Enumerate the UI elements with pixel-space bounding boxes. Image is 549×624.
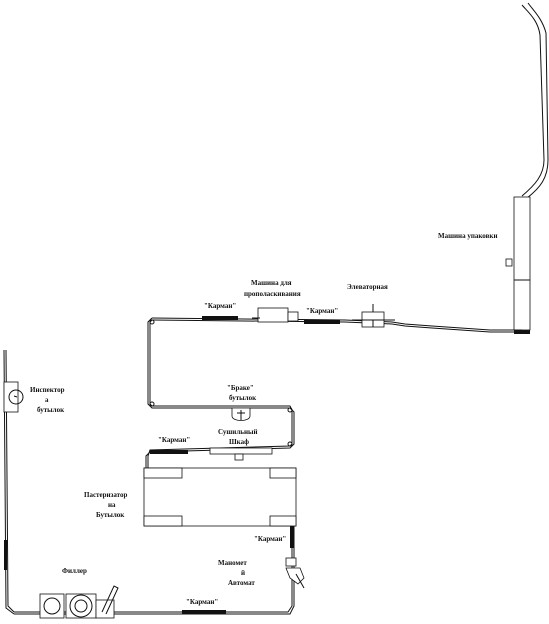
carton-pocket-4	[290, 526, 294, 548]
filler	[39, 585, 119, 619]
manometer-label-1: Маномет	[218, 559, 247, 567]
carton-label-2: "Карман"	[306, 307, 338, 315]
dryer-label-1: Сушильный	[218, 428, 257, 436]
carton-pocket-2	[304, 320, 340, 324]
bottle-inspector	[3, 381, 24, 413]
washer-label-1: Пастеризатор	[84, 491, 128, 499]
carton-label-3: "Карман"	[158, 436, 190, 444]
carton-label-4: "Карман"	[254, 535, 286, 543]
cooling-machine	[505, 196, 531, 334]
rinsing-machine-label-2: прополаскивания	[244, 290, 301, 298]
elevator	[352, 304, 395, 328]
manometer-label-3: Автомат	[228, 579, 255, 587]
bracket-label-2: бутылок	[229, 394, 257, 402]
washer-label-2: на	[108, 501, 116, 509]
carton-pocket-1	[202, 316, 238, 320]
filler-label: Филлер	[62, 567, 87, 575]
inspector-label-2: а	[45, 396, 49, 404]
carton-label-5: "Карман"	[186, 598, 218, 606]
dryer-label-2: Шкаф	[229, 438, 249, 446]
rinsing-machine-label-1: Машина для	[251, 279, 292, 287]
carton-label-1: "Карман"	[204, 302, 236, 310]
rinsing-machine	[252, 307, 299, 323]
incoming-chute	[521, 2, 549, 199]
manometer-label-2: й	[241, 569, 245, 577]
carton-pocket-5	[182, 610, 226, 614]
cooling-machine-label: Машина упаковки	[438, 232, 497, 240]
manometer-automat	[285, 557, 305, 589]
dryer	[209, 447, 273, 461]
washer-label-3: Бутылок	[96, 511, 125, 519]
bottle-washer	[143, 467, 297, 527]
bracket-label-1: "Браке"	[227, 384, 254, 392]
bracket-inspection	[231, 407, 251, 421]
elevator-label: Элеваторная	[347, 283, 388, 291]
inspector-label-1: Инспектор	[30, 386, 65, 394]
inspector-label-3: бутылок	[37, 406, 65, 414]
carton-pocket-3	[150, 450, 188, 454]
